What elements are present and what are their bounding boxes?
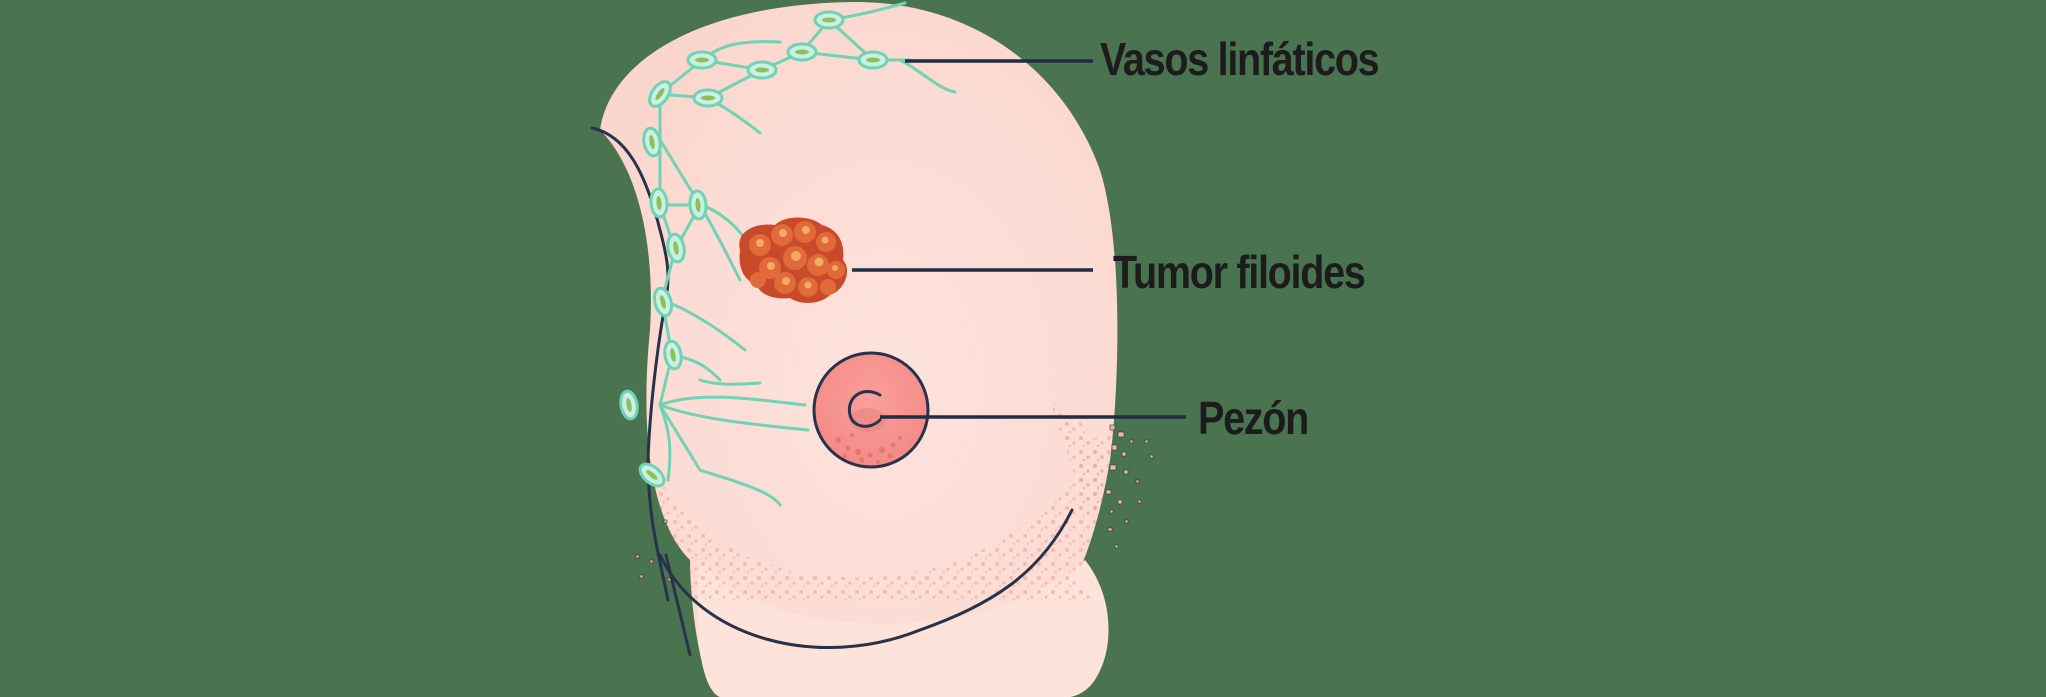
label-lymph-vessels: Vasos linfáticos xyxy=(1100,33,1380,85)
label-phyllodes-tumor: Tumor filoides xyxy=(1113,246,1366,298)
lymph-node xyxy=(813,10,845,30)
lymph-node xyxy=(638,462,666,488)
lymph-node xyxy=(648,80,672,108)
lymph-node xyxy=(688,189,708,221)
lymph-node xyxy=(686,50,718,70)
lymph-node xyxy=(649,187,669,219)
lymph-nodes xyxy=(619,10,889,488)
lymph-node xyxy=(642,126,662,158)
lymph-node xyxy=(692,88,724,108)
lymph-node xyxy=(857,50,889,70)
phyllodes-tumor xyxy=(739,217,847,303)
leader-lines xyxy=(852,59,1186,419)
lymph-node xyxy=(786,42,818,62)
nipple xyxy=(812,351,930,469)
lymph-node xyxy=(666,232,686,264)
lymph-node xyxy=(619,389,639,421)
breast-shape xyxy=(600,1,1154,697)
lymph-node xyxy=(652,286,674,318)
lymph-node xyxy=(746,60,778,80)
label-nipple: Pezón xyxy=(1198,392,1309,444)
lymph-node xyxy=(663,339,683,371)
